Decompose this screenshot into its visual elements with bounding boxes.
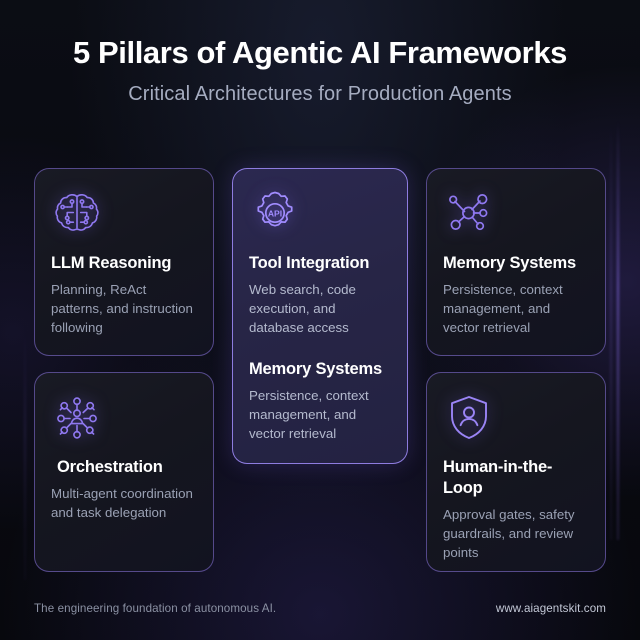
- card-title: Human-in-the-Loop: [443, 458, 553, 497]
- card-description: Approval gates, safety guardrails, and r…: [443, 507, 575, 560]
- card-description: Multi-agent coordination and task delega…: [51, 486, 193, 520]
- page-title: 5 Pillars of Agentic AI Frameworks: [72, 35, 568, 70]
- pillar-card-tool-integration[interactable]: API Tool Integration Web search, code ex…: [232, 168, 408, 464]
- header: 5 Pillars of Agentic AI Frameworks Criti…: [0, 32, 640, 107]
- footer: The engineering foundation of autonomous…: [34, 602, 606, 615]
- gear-api-icon: API: [249, 187, 301, 239]
- network-nodes-icon: [443, 187, 495, 239]
- card-block-spacer: [249, 337, 391, 359]
- footer-tagline: The engineering foundation of autonomous…: [34, 602, 277, 615]
- card-title: Tool Integration: [249, 254, 370, 272]
- agent-hub-icon: [51, 391, 103, 443]
- page-subtitle: Critical Architectures for Production Ag…: [128, 83, 512, 105]
- footer-website: www.aiagentskit.com: [495, 602, 606, 615]
- pillar-card-orchestration[interactable]: Orchestration Multi-agent coordination a…: [34, 372, 214, 572]
- card-description-secondary: Persistence, context management, and vec…: [249, 388, 369, 441]
- card-description: Persistence, context management, and vec…: [443, 282, 563, 335]
- card-description: Web search, code execution, and database…: [249, 282, 356, 335]
- card-title: LLM Reasoning: [51, 254, 172, 272]
- light-streak-right: [617, 120, 619, 540]
- light-streak-right-secondary: [610, 120, 612, 540]
- card-title-secondary: Memory Systems: [249, 360, 382, 378]
- card-title: Memory Systems: [443, 254, 576, 272]
- card-title: Orchestration: [57, 458, 163, 476]
- pillar-card-llm-reasoning[interactable]: LLM Reasoning Planning, ReAct patterns, …: [34, 168, 214, 356]
- pillar-card-memory-systems[interactable]: Memory Systems Persistence, context mana…: [426, 168, 606, 356]
- shield-person-icon: [443, 391, 495, 443]
- light-streak-left: [24, 330, 26, 580]
- card-description: Planning, ReAct patterns, and instructio…: [51, 282, 193, 335]
- brain-circuit-icon: [51, 187, 103, 239]
- pillar-card-human-in-the-loop[interactable]: Human-in-the-Loop Approval gates, safety…: [426, 372, 606, 572]
- svg-text:API: API: [268, 208, 282, 218]
